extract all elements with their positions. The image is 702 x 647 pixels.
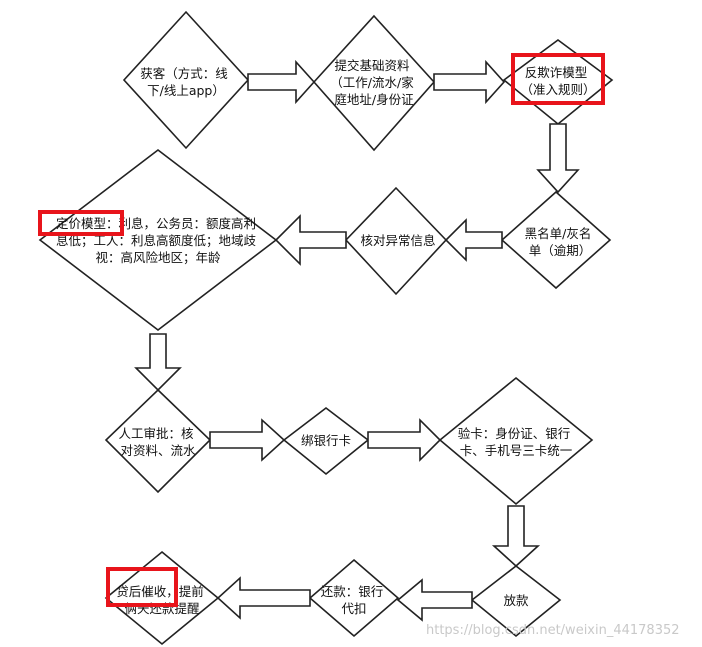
arrow-disburse-to-repay — [396, 578, 473, 622]
diamond-acquire — [122, 10, 250, 150]
label-submit-info: 提交基础资料 （工作/流水/家 庭地址/身份证 — [330, 58, 417, 107]
arrow-bindcard-to-cardcheck — [367, 418, 442, 462]
diamond-verify-anomaly — [344, 186, 448, 296]
label-repay: 还款：银行 代扣 — [321, 584, 388, 616]
label-anti-fraud: 反欺诈模型 （准入规则） — [520, 65, 595, 97]
diamond-blacklist — [500, 190, 612, 290]
diamond-disburse — [470, 564, 562, 638]
watermark-text: https://blog.csdn.net/weixin_44178352 — [426, 623, 680, 638]
diamond-collection — [104, 550, 220, 646]
label-bind-card: 绑银行卡 — [301, 433, 351, 448]
label-verify-anomaly: 核对异常信息 — [360, 233, 435, 248]
arrow-acquire-to-submit — [247, 59, 316, 105]
label-card-check: 验卡：身份证、银行 卡、手机号三卡统一 — [458, 426, 575, 458]
label-blacklist: 黑名单/灰名 单（逾期） — [525, 226, 596, 258]
arrow-antifraud-to-blacklist — [536, 123, 580, 194]
label-acquire: 获客（方式：线 下/线上app） — [140, 66, 232, 98]
highlight-collection — [106, 567, 178, 607]
diamond-manual-review — [104, 388, 212, 494]
arrow-verify-to-pricing — [274, 214, 347, 266]
diamond-submit-info — [312, 14, 436, 152]
arrow-submit-to-antifraud — [433, 59, 506, 105]
highlight-pricing-model — [38, 210, 124, 236]
label-pricing-model: 定价模型：利息，公务员：额度高利 息低；工人：利息高额度低；地域歧 视：高风险地… — [56, 216, 260, 265]
highlight-anti-fraud — [511, 53, 605, 105]
arrow-repay-to-collection — [216, 576, 311, 620]
arrow-cardcheck-to-disburse — [491, 505, 541, 568]
arrow-pricing-to-review — [134, 333, 182, 392]
label-disburse: 放款 — [503, 593, 529, 608]
diamond-bind-card — [282, 406, 370, 476]
arrow-blacklist-to-verify — [444, 218, 503, 262]
diamond-card-check — [438, 376, 594, 506]
diamond-repay — [308, 558, 400, 638]
label-manual-review: 人工审批：核 对资料、流水 — [119, 426, 198, 458]
arrow-review-to-bindcard — [209, 418, 286, 462]
